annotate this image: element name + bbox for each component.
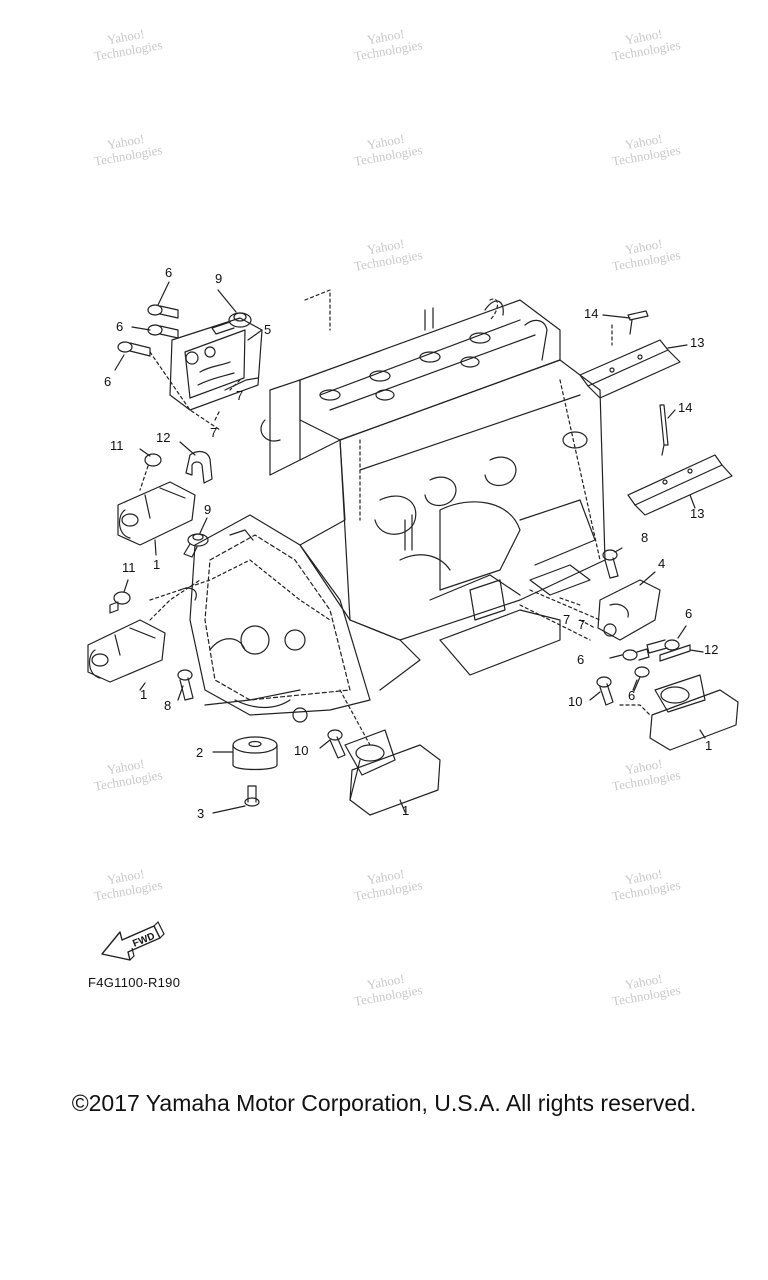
callout-10: 10 (294, 743, 308, 758)
heat-shield-part-13 (627, 454, 733, 516)
callout-7: 7 (578, 617, 585, 632)
nut-part-11 (109, 591, 131, 614)
callout-4: 4 (658, 556, 665, 571)
callout-12: 12 (704, 642, 718, 657)
bracket-part-4 (597, 579, 661, 641)
flange-bolt-part-9 (211, 312, 252, 335)
bolt-part-8 (177, 669, 194, 701)
callout-1: 1 (705, 738, 712, 753)
callout-11: 11 (122, 560, 136, 575)
callout-14: 14 (678, 400, 692, 415)
engine-mount-part-1 (87, 619, 166, 683)
pin-part-14 (659, 404, 669, 456)
callout-7: 7 (563, 612, 570, 627)
callout-2: 2 (196, 745, 203, 760)
bracket-part-5 (169, 317, 263, 411)
engine-mount-part-1 (344, 729, 441, 816)
callout-5: 5 (264, 322, 271, 337)
engine-mount-part-1 (117, 481, 196, 546)
bolt-part-6 (117, 304, 179, 357)
callout-1: 1 (140, 687, 147, 702)
fwd-arrow-icon: FWD (98, 918, 170, 968)
callout-13: 13 (690, 506, 704, 521)
bolt-part-10 (327, 729, 346, 759)
copyright-notice: ©2017 Yamaha Motor Corporation, U.S.A. A… (71, 1090, 697, 1116)
clamp-part-12 (185, 450, 213, 484)
callout-7: 7 (236, 388, 243, 403)
callout-12: 12 (156, 430, 170, 445)
callout-11: 11 (110, 438, 124, 453)
callout-7: 7 (210, 425, 217, 440)
callout-labels: 6 9 6 5 6 7 7 11 12 9 1 11 1 8 2 10 3 1 … (104, 265, 718, 821)
clamp-part-12 (659, 644, 691, 662)
callout-3: 3 (197, 806, 204, 821)
bolt-part-8 (602, 549, 619, 579)
callout-6: 6 (577, 652, 584, 667)
bolt-part-6 (622, 639, 680, 692)
nut-part-11 (139, 453, 162, 491)
engine-mount-part-1 (649, 674, 739, 751)
callout-6: 6 (116, 319, 123, 334)
flange-bolt-part-9 (183, 533, 209, 558)
engine-block (149, 289, 606, 723)
callout-1: 1 (153, 557, 160, 572)
callout-9: 9 (204, 502, 211, 517)
callout-6: 6 (685, 606, 692, 621)
bolt-part-3 (244, 785, 260, 807)
callout-10: 10 (568, 694, 582, 709)
callout-13: 13 (690, 335, 704, 350)
pin-part-14 (627, 310, 649, 335)
callout-1: 1 (402, 803, 409, 818)
heat-shield-part-13 (579, 339, 681, 399)
callout-8: 8 (641, 530, 648, 545)
callout-6: 6 (104, 374, 111, 389)
bolt-part-10 (596, 676, 614, 706)
callout-6: 6 (165, 265, 172, 280)
callout-14: 14 (584, 306, 598, 321)
rubber-damper-part-2 (232, 736, 278, 771)
drawing-code: F4G1100-R190 (88, 975, 181, 990)
callout-8: 8 (164, 698, 171, 713)
callout-9: 9 (215, 271, 222, 286)
callout-6: 6 (628, 688, 635, 703)
